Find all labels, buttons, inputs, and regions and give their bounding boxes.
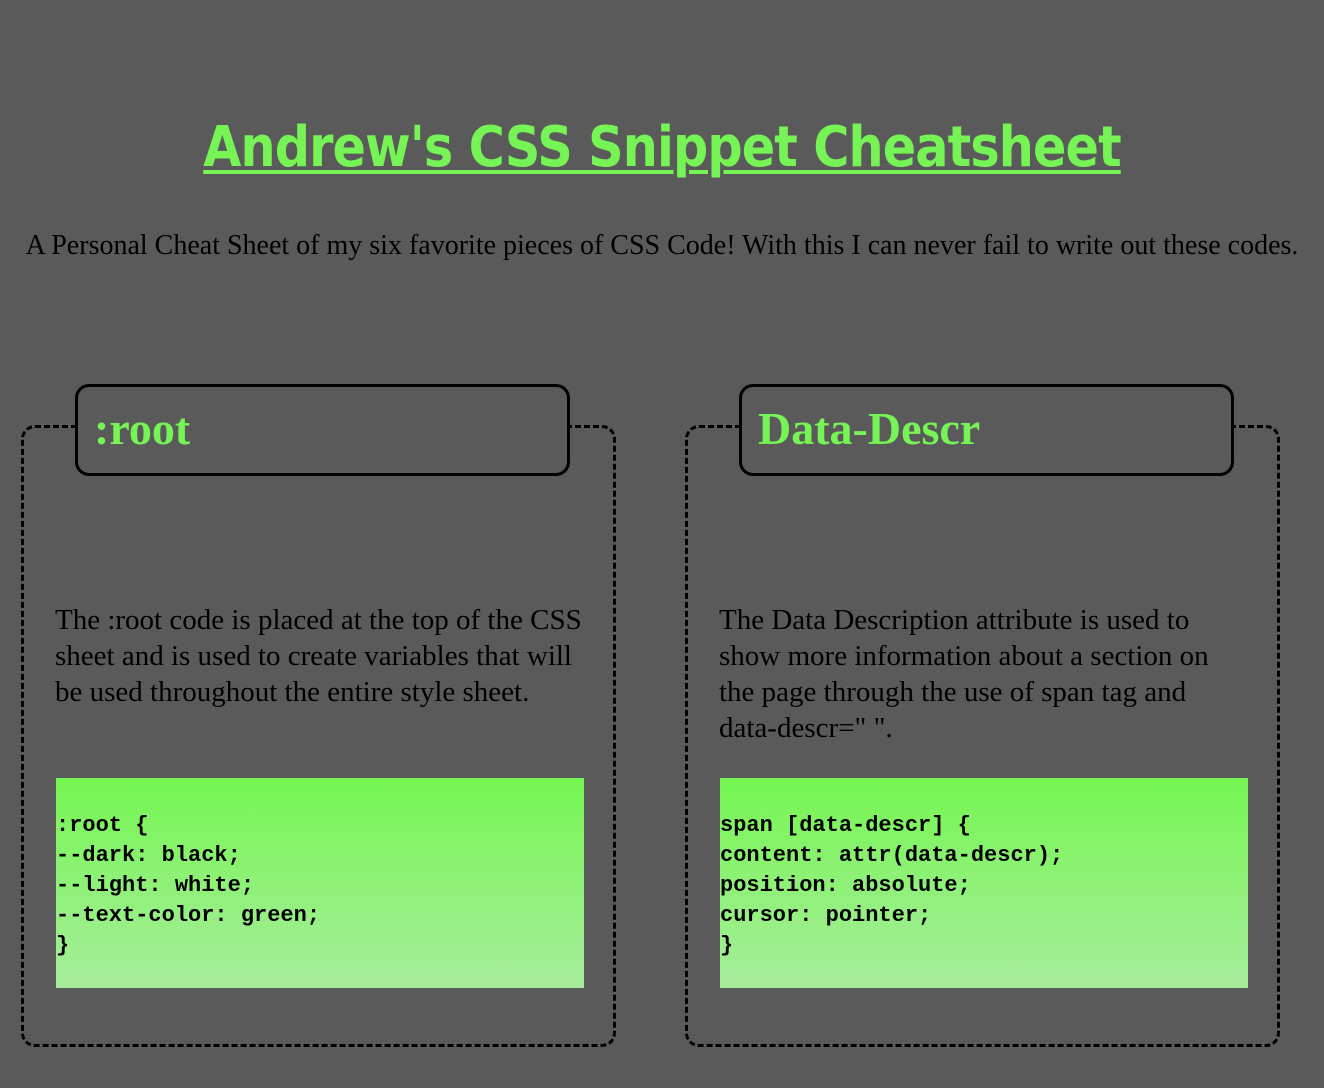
code-line: cursor: pointer;	[720, 903, 932, 928]
code-line: }	[720, 933, 734, 958]
card-label: :root	[75, 384, 570, 476]
page-title-link[interactable]: Andrew's CSS Snippet Cheatsheet	[203, 115, 1121, 180]
code-line: --dark: black;	[56, 843, 241, 868]
code-block: span [data-descr] { content: attr(data-d…	[720, 778, 1248, 988]
code-line: content: attr(data-descr);	[720, 843, 1064, 868]
code-line: position: absolute;	[720, 873, 971, 898]
code-block: :root { --dark: black; --light: white; -…	[56, 778, 584, 988]
code-line: --text-color: green;	[56, 903, 321, 928]
card-description: The :root code is placed at the top of t…	[55, 604, 582, 708]
code-line: span [data-descr] {	[720, 813, 971, 838]
code-line: }	[56, 933, 70, 958]
snippet-card-root: :root The :root code is placed at the to…	[21, 384, 616, 1047]
intro-text: A Personal Cheat Sheet of my six favorit…	[25, 230, 1299, 261]
card-label: Data-Descr	[739, 384, 1234, 476]
card-description: The Data Description attribute is used t…	[719, 604, 1209, 744]
snippet-card-data-descr: Data-Descr The Data Description attribut…	[685, 384, 1280, 1047]
code-line: :root {	[56, 813, 149, 838]
code-line: --light: white;	[56, 873, 255, 898]
